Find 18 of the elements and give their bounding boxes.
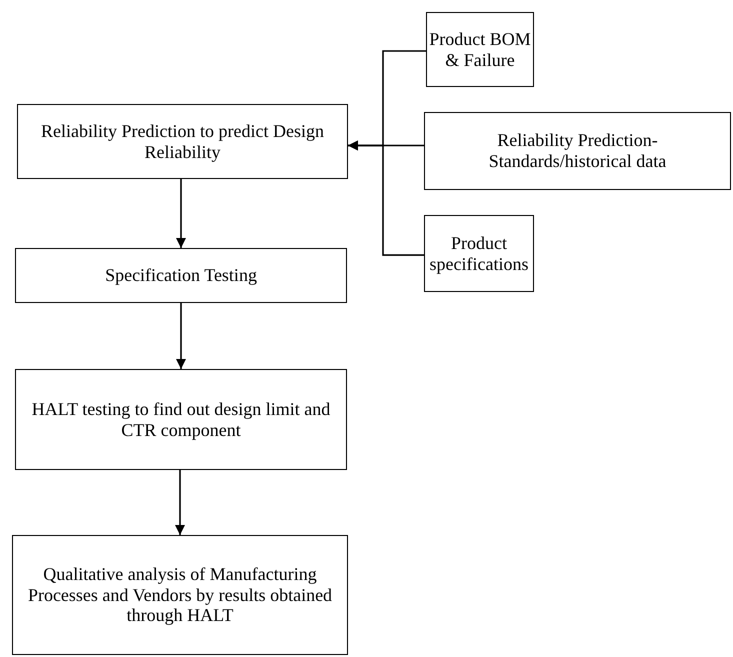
process-box — [12, 535, 348, 655]
process-box — [15, 248, 347, 303]
arrow — [348, 140, 424, 256]
box-text: Reliability Prediction to predict Design Reliability — [40, 120, 325, 162]
process-box — [426, 12, 534, 87]
box-text: HALT testing to find out design limit and CTR component — [30, 398, 332, 440]
arrow — [175, 470, 185, 535]
box-text: Product BOM & Failure — [429, 28, 531, 70]
box-text: Specification Testing — [105, 265, 257, 286]
process-box — [424, 112, 731, 190]
process-box — [424, 215, 534, 292]
process-box — [15, 369, 347, 470]
box-text: Qualitative analysis of Manufacturing Processes and Vendors by results obtained through HALT — [26, 564, 334, 626]
box-text: Reliability Prediction- Standards/historical data — [488, 130, 668, 172]
process-box — [17, 104, 348, 179]
box-text: Product specifications — [428, 232, 530, 274]
arrow — [176, 303, 186, 369]
arrow — [176, 179, 186, 248]
